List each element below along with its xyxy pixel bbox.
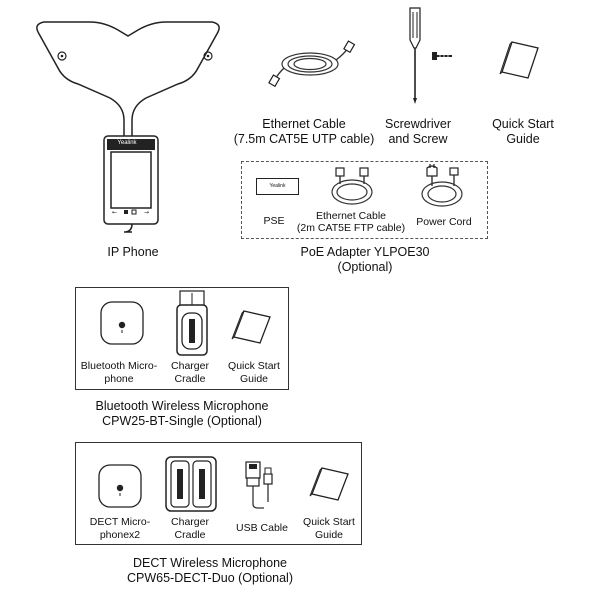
pse-label: PSE xyxy=(263,215,285,227)
dect-charger-cradle-illustration xyxy=(165,456,217,512)
bt-guide-label-1: Quick Start xyxy=(228,360,280,372)
svg-text:→: → xyxy=(144,209,149,216)
quick-start-guide-label-2: Guide xyxy=(506,132,540,146)
screwdriver-illustration xyxy=(409,7,452,104)
dect-quick-start-guide-illustration xyxy=(309,467,349,501)
dect-mic-label-1: DECT Micro- xyxy=(89,516,151,528)
quick-start-guide-label-1: Quick Start xyxy=(492,117,554,131)
usb-cable-illustration xyxy=(245,461,273,509)
poe-adapter-box xyxy=(241,161,488,239)
pse-brand: Yealink xyxy=(269,183,286,189)
pse-device xyxy=(256,178,299,195)
ethernet-cable-label-1: Ethernet Cable xyxy=(262,117,346,131)
dect-mic-label-2: phonex2 xyxy=(99,529,141,541)
dect-guide-label-2: Guide xyxy=(314,529,344,541)
power-cord-label: Power Cord xyxy=(416,216,472,228)
ip-phone-label: IP Phone xyxy=(107,245,159,259)
bluetooth-kit-box xyxy=(75,287,289,390)
poe-ethernet-cable-illustration xyxy=(331,167,373,205)
poe-title-1: PoE Adapter YLPOE30 xyxy=(300,245,430,259)
usb-cable-label: USB Cable xyxy=(236,522,288,534)
bt-cradle-label-1: Charger xyxy=(171,360,209,372)
poe-ethernet-cable-label-2: (2m CAT5E FTP cable) xyxy=(296,222,406,234)
bt-mic-label-2: phone xyxy=(104,373,134,385)
bt-title-2: CPW25-BT-Single (Optional) xyxy=(102,414,262,428)
ethernet-cable-illustration xyxy=(268,40,356,88)
bluetooth-microphone-illustration xyxy=(100,301,144,345)
bt-cradle-label-2: Cradle xyxy=(174,373,206,385)
bt-charger-cradle-illustration xyxy=(176,290,208,356)
svg-text:←: ← xyxy=(112,209,117,216)
dect-title-2: CPW65-DECT-Duo (Optional) xyxy=(126,571,293,585)
ethernet-cable-label-2: (7.5m CAT5E UTP cable) xyxy=(233,132,375,146)
dect-microphone-illustration xyxy=(98,464,142,508)
poe-title-2: (Optional) xyxy=(337,260,393,274)
screwdriver-label-2: and Screw xyxy=(388,132,448,146)
ip-phone-illustration: ← → xyxy=(36,21,220,233)
bt-mic-label-1: Bluetooth Micro- xyxy=(80,360,158,372)
poe-ethernet-cable-label-1: Ethernet Cable xyxy=(315,210,387,222)
dect-cradle-label-1: Charger xyxy=(171,516,209,528)
bt-quick-start-guide-illustration xyxy=(231,310,271,344)
quick-start-guide-illustration xyxy=(499,41,539,79)
dect-guide-label-1: Quick Start xyxy=(303,516,355,528)
dect-cradle-label-2: Cradle xyxy=(174,529,206,541)
dect-title-1: DECT Wireless Microphone xyxy=(133,556,287,570)
power-cord-illustration xyxy=(421,164,463,207)
screwdriver-label-1: Screwdriver xyxy=(385,117,451,131)
bt-title-1: Bluetooth Wireless Microphone xyxy=(95,399,269,413)
phone-brand: Yealink xyxy=(117,140,137,146)
dect-kit-box xyxy=(75,442,362,545)
bt-guide-label-2: Guide xyxy=(239,373,269,385)
